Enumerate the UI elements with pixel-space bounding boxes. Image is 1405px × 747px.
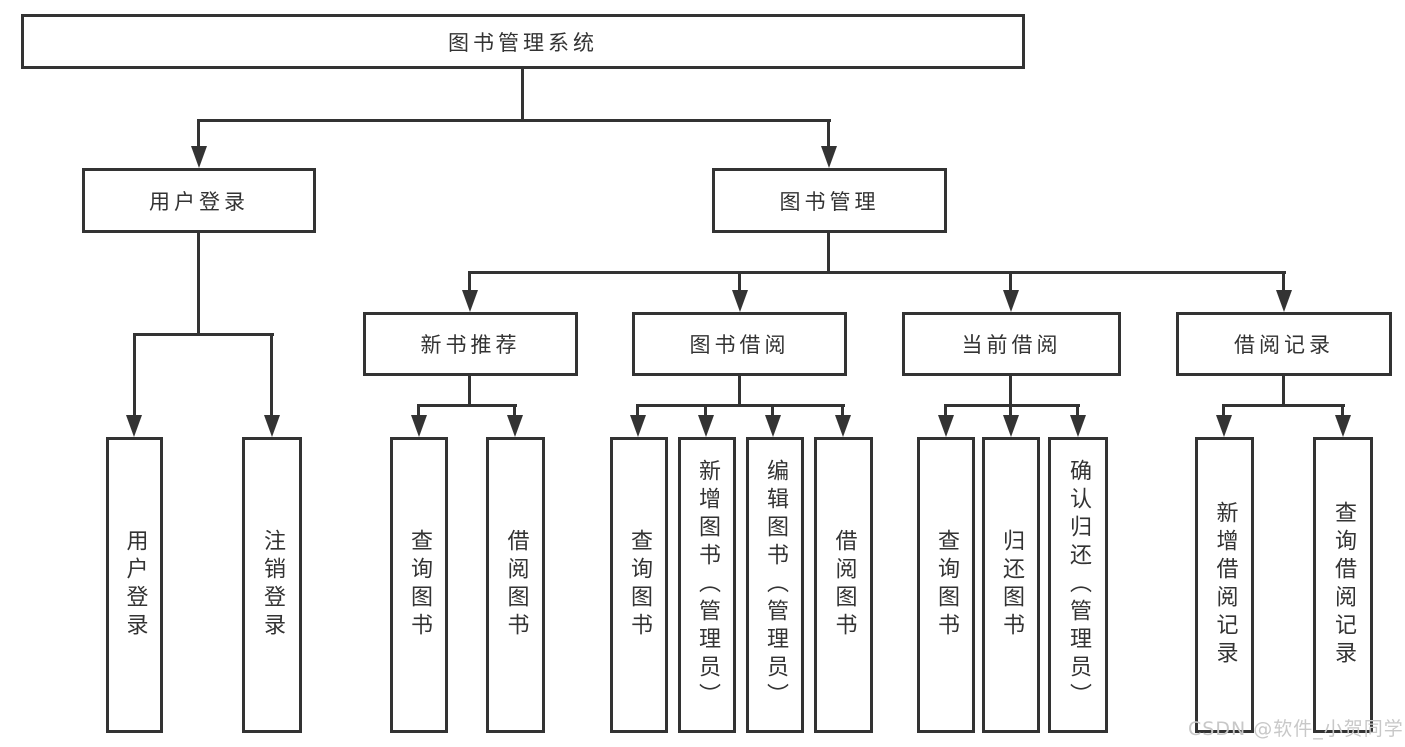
arrow-down-icon	[732, 290, 748, 312]
leaf-query-books-borrow: 查询图书	[610, 437, 668, 733]
leaf-borrow-books-recommend: 借阅图书	[486, 437, 545, 733]
connector-line	[468, 271, 1286, 274]
connector-line	[827, 119, 830, 155]
csdn-watermark: CSDN @软件_小贺同学	[1188, 718, 1404, 740]
connector-line	[513, 404, 516, 425]
leaf-query-books-recommend: 查询图书	[390, 437, 448, 733]
leaf-label: 借阅图书	[831, 529, 857, 641]
connector-line	[1282, 271, 1285, 299]
connector-line	[1009, 404, 1012, 425]
node-new-book-recommend: 新书推荐	[363, 312, 578, 376]
leaf-label: 查询借阅记录	[1331, 501, 1356, 669]
leaf-query-borrow-record: 查询借阅记录	[1313, 437, 1373, 733]
leaf-label: 确认归还（管理员）	[1066, 459, 1091, 711]
connector-line	[417, 404, 420, 425]
arrow-down-icon	[630, 415, 646, 437]
connector-line	[1009, 271, 1012, 299]
arrow-down-icon	[126, 415, 142, 437]
arrow-down-icon	[1216, 415, 1232, 437]
connector-line	[827, 232, 830, 274]
leaf-user-login: 用户登录	[106, 437, 163, 733]
connector-line	[944, 404, 947, 425]
arrow-down-icon	[1335, 415, 1351, 437]
leaf-add-borrow-record: 新增借阅记录	[1195, 437, 1254, 733]
node-book-borrow: 图书借阅	[632, 312, 847, 376]
connector-line	[841, 404, 844, 425]
arrow-down-icon	[411, 415, 427, 437]
connector-line	[738, 374, 741, 407]
connector-line	[133, 333, 136, 425]
leaf-label: 新增借阅记录	[1212, 501, 1238, 669]
arrow-down-icon	[507, 415, 523, 437]
arrow-down-icon	[1276, 290, 1292, 312]
leaf-label: 查询图书	[934, 529, 959, 641]
connector-line	[1009, 374, 1012, 407]
arrow-down-icon	[821, 146, 837, 168]
leaf-edit-book-admin: 编辑图书（管理员）	[746, 437, 804, 733]
leaf-label: 借阅图书	[503, 529, 529, 641]
connector-line	[468, 374, 471, 407]
arrow-down-icon	[765, 415, 781, 437]
connector-line	[636, 404, 845, 407]
connector-line	[771, 404, 774, 425]
arrow-down-icon	[1003, 290, 1019, 312]
arrow-down-icon	[835, 415, 851, 437]
leaf-add-book-admin: 新增图书（管理员）	[678, 437, 736, 733]
leaf-borrow-books: 借阅图书	[814, 437, 873, 733]
leaf-label: 归还图书	[999, 529, 1024, 641]
connector-line	[521, 68, 524, 122]
connector-line	[133, 333, 274, 336]
node-root: 图书管理系统	[21, 14, 1025, 69]
leaf-confirm-return-admin: 确认归还（管理员）	[1048, 437, 1108, 733]
arrow-down-icon	[191, 146, 207, 168]
connector-line	[468, 271, 471, 299]
connector-line	[197, 232, 200, 336]
arrow-down-icon	[1070, 415, 1086, 437]
leaf-label: 注销登录	[260, 529, 285, 641]
connector-line	[270, 333, 273, 425]
connector-line	[704, 404, 707, 425]
connector-line	[1341, 404, 1344, 425]
arrow-down-icon	[264, 415, 280, 437]
node-book-management: 图书管理	[712, 168, 947, 233]
connector-line	[738, 271, 741, 299]
arrow-down-icon	[1003, 415, 1019, 437]
leaf-return-books: 归还图书	[982, 437, 1040, 733]
leaf-label: 查询图书	[407, 529, 432, 641]
leaf-label: 编辑图书（管理员）	[763, 459, 788, 711]
connector-line	[636, 404, 639, 425]
leaf-query-books-current: 查询图书	[917, 437, 975, 733]
connector-line	[197, 119, 200, 155]
connector-line	[197, 119, 831, 122]
connector-line	[417, 404, 517, 407]
node-borrow-records: 借阅记录	[1176, 312, 1392, 376]
connector-line	[1076, 404, 1079, 425]
node-current-borrow: 当前借阅	[902, 312, 1121, 376]
connector-line	[1282, 374, 1285, 407]
leaf-logout: 注销登录	[242, 437, 302, 733]
arrow-down-icon	[938, 415, 954, 437]
leaf-label: 查询图书	[627, 529, 652, 641]
connector-line	[1222, 404, 1345, 407]
arrow-down-icon	[698, 415, 714, 437]
connector-line	[1222, 404, 1225, 425]
leaf-label: 用户登录	[122, 529, 148, 641]
leaf-label: 新增图书（管理员）	[695, 459, 720, 711]
node-user-login: 用户登录	[82, 168, 316, 233]
arrow-down-icon	[462, 290, 478, 312]
connector-line	[944, 404, 1080, 407]
